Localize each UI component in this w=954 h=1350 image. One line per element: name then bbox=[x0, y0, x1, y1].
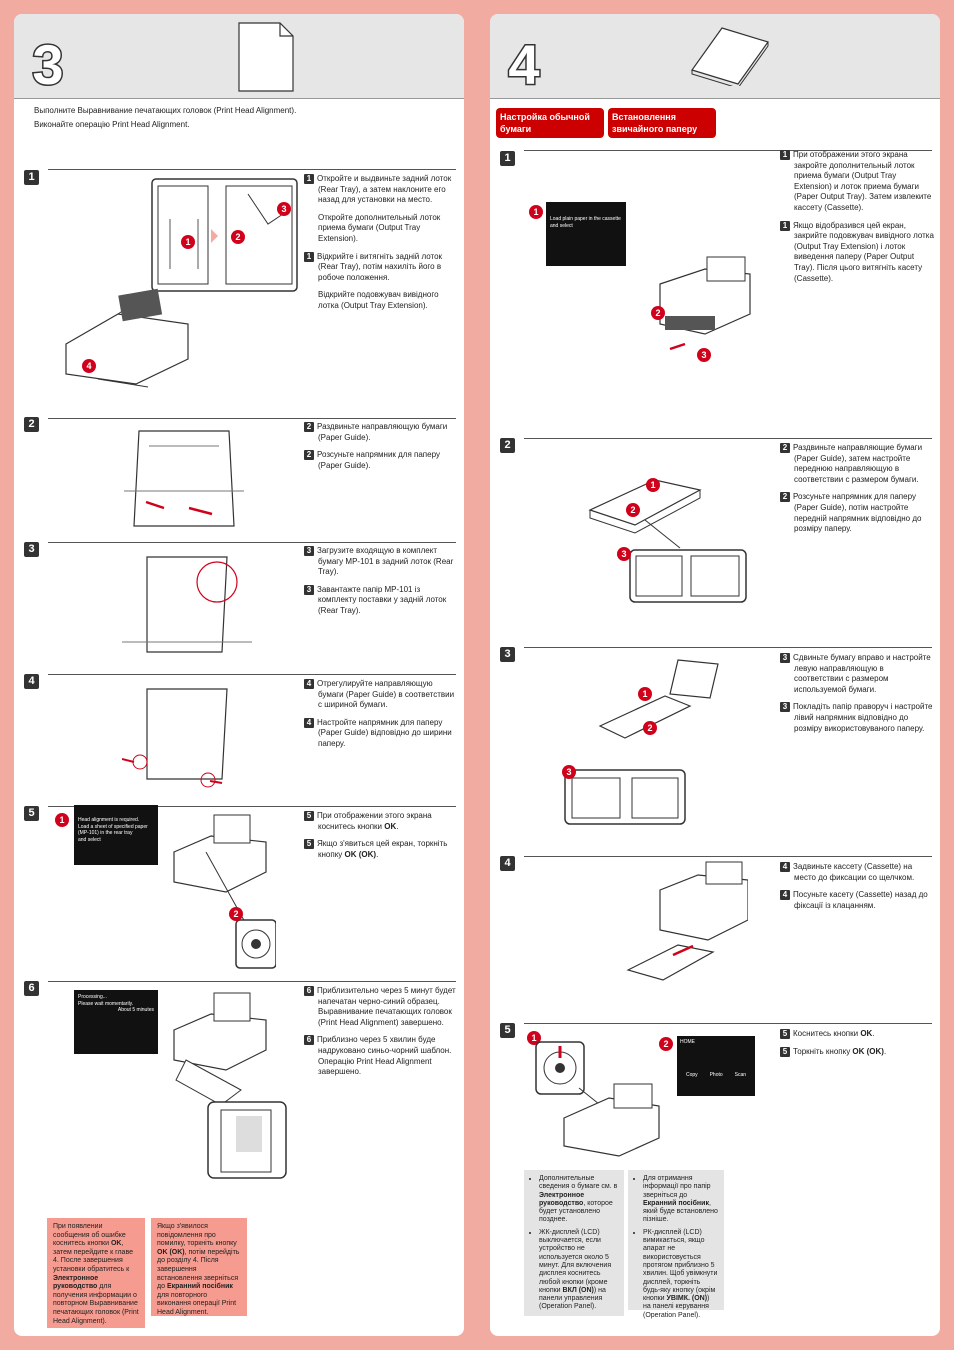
lcd-screen: Head alignment is required. Load a sheet… bbox=[74, 805, 158, 865]
error-note-uk: Якщо з'явилося повідомлення про помилку,… bbox=[151, 1218, 247, 1316]
svg-text:2: 2 bbox=[655, 308, 660, 318]
printed-pattern-illustration bbox=[173, 992, 287, 1179]
step-number: 5 bbox=[24, 806, 39, 821]
step-divider bbox=[48, 981, 456, 982]
lcd-screen-processing: Processing... Please wait momentarily. A… bbox=[74, 990, 158, 1054]
paper-stack-icon bbox=[691, 27, 769, 86]
svg-text:1: 1 bbox=[59, 815, 64, 825]
printer-rear-tray-illustration: 1 2 3 4 bbox=[65, 178, 298, 388]
callout-2: 2 bbox=[659, 1037, 673, 1051]
step-number: 3 bbox=[500, 647, 515, 662]
info-note-uk: Для отримання інформації про папір зверн… bbox=[628, 1170, 724, 1319]
section-header: 4 bbox=[490, 14, 940, 99]
printer-ok-button-illustration: 2 bbox=[173, 814, 276, 969]
svg-text:3: 3 bbox=[281, 204, 286, 214]
step-number: 4 bbox=[500, 856, 515, 871]
intro-uk: Виконайте операцію Print Head Alignment. bbox=[34, 120, 190, 129]
callout-1: 1 bbox=[529, 205, 543, 219]
step-divider bbox=[524, 438, 932, 439]
error-note-ru: При появлении сообщения об ошибке коснит… bbox=[47, 1218, 145, 1328]
load-paper-illustration bbox=[122, 556, 252, 653]
home-photo-item: Photo bbox=[709, 1071, 723, 1078]
step-number: 5 bbox=[500, 1023, 515, 1038]
svg-text:2: 2 bbox=[663, 1039, 668, 1049]
info-note-ru: Дополнительные сведения о бумаге см. в Э… bbox=[524, 1170, 624, 1316]
svg-text:1: 1 bbox=[650, 480, 655, 490]
paper-guide-illustration bbox=[124, 430, 244, 527]
step-divider bbox=[48, 674, 456, 675]
svg-text:3: 3 bbox=[701, 350, 706, 360]
svg-text:1: 1 bbox=[533, 207, 538, 217]
section-number: 3 bbox=[32, 36, 63, 92]
section-number: 4 bbox=[508, 36, 539, 92]
step-divider bbox=[48, 542, 456, 543]
adjust-guide-illustration bbox=[122, 688, 228, 788]
svg-text:3: 3 bbox=[621, 549, 626, 559]
step-divider bbox=[524, 856, 932, 857]
home-scan-item: Scan bbox=[734, 1071, 747, 1078]
right-panel: 4 Настройка обычной бумаги Встановлення … bbox=[490, 14, 940, 1336]
tag-plain-paper-uk: Встановлення звичайного паперу bbox=[608, 108, 716, 138]
cassette-guides-illustration: 1 2 3 bbox=[588, 478, 747, 603]
svg-text:2: 2 bbox=[233, 909, 238, 919]
step-divider bbox=[524, 647, 932, 648]
tag-plain-paper-ru: Настройка обычной бумаги bbox=[496, 108, 604, 138]
ok-button-printer-illustration: 1 bbox=[527, 1031, 660, 1157]
section-number-badge: 3 bbox=[31, 36, 65, 92]
step-number: 1 bbox=[24, 170, 39, 185]
step-divider bbox=[48, 806, 456, 807]
intro-ru: Выполните Выравнивание печатающих голово… bbox=[34, 106, 297, 115]
svg-text:3: 3 bbox=[566, 767, 571, 777]
step-divider bbox=[524, 1023, 932, 1024]
svg-text:2: 2 bbox=[630, 505, 635, 515]
svg-text:1: 1 bbox=[185, 237, 190, 247]
svg-text:1: 1 bbox=[642, 689, 647, 699]
home-copy-item: Copy bbox=[685, 1071, 698, 1078]
section-number-badge: 4 bbox=[507, 36, 541, 92]
step-number: 4 bbox=[24, 674, 39, 689]
svg-text:1: 1 bbox=[531, 1033, 536, 1043]
step-number: 2 bbox=[24, 417, 39, 432]
svg-text:2: 2 bbox=[235, 232, 240, 242]
lcd-home-screen: HOME Copy Photo Scan bbox=[677, 1036, 755, 1096]
step-divider bbox=[524, 150, 932, 151]
svg-text:2: 2 bbox=[647, 723, 652, 733]
paper-sheet-icon bbox=[238, 22, 294, 92]
printer-cassette-illustration: 2 3 bbox=[651, 256, 751, 362]
step-number: 3 bbox=[24, 542, 39, 557]
left-panel: 3 Выполните Выравнивание печатающих голо… bbox=[14, 14, 464, 1336]
lcd-screen: Load plain paper in the cassette and sel… bbox=[546, 202, 626, 266]
section-header: 3 bbox=[14, 14, 464, 99]
step-divider bbox=[48, 418, 456, 419]
step-number: 2 bbox=[500, 438, 515, 453]
load-cassette-paper-illustration: 1 2 3 bbox=[562, 659, 719, 825]
insert-cassette-illustration bbox=[626, 861, 748, 981]
step-number: 6 bbox=[24, 981, 39, 996]
callout-1: 1 bbox=[55, 813, 69, 827]
svg-text:4: 4 bbox=[86, 361, 91, 371]
step-number: 1 bbox=[500, 151, 515, 166]
step-divider bbox=[48, 169, 456, 170]
